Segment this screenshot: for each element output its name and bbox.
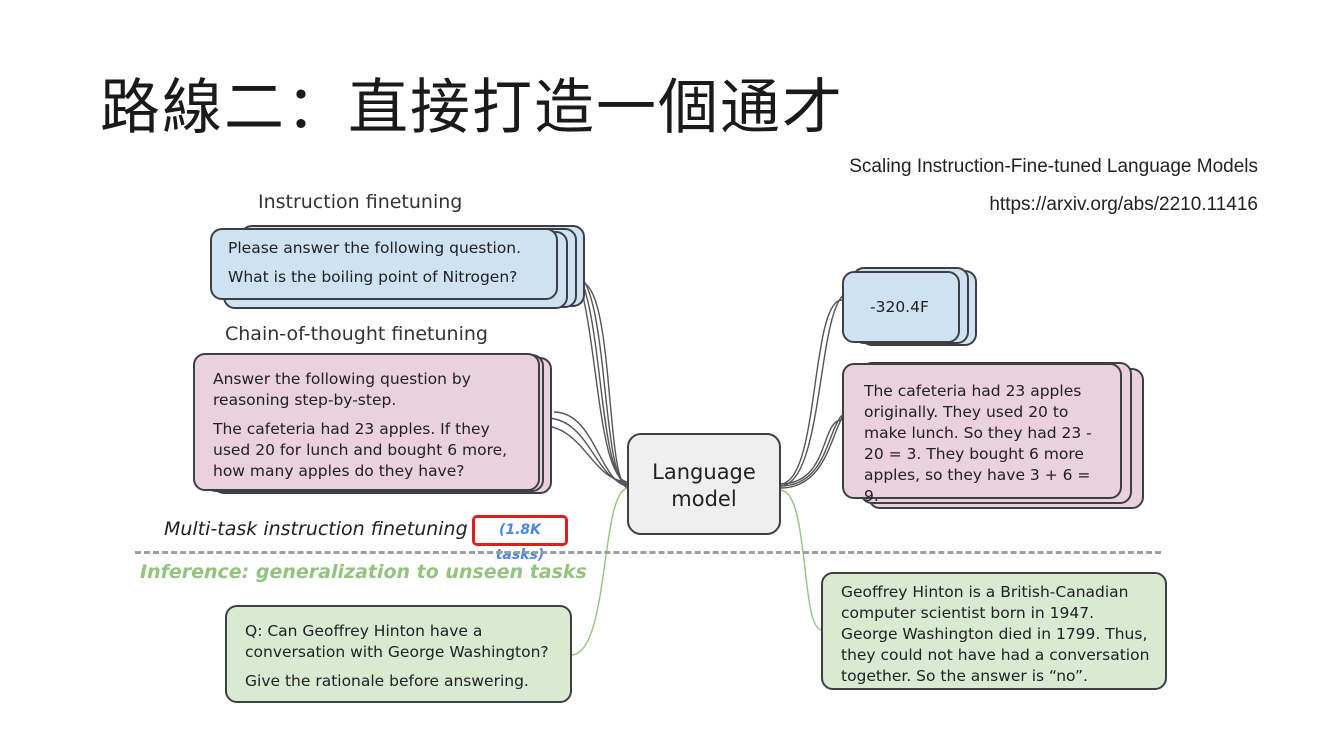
inference-input-card: Q: Can Geoffrey Hinton have a conversati…	[225, 605, 572, 703]
language-model-box: Language model	[627, 433, 781, 535]
instruction-input-card: Please answer the following question. Wh…	[210, 228, 558, 300]
instruction-input-line1: Please answer the following question.	[228, 239, 522, 257]
paper-url[interactable]: https://arxiv.org/abs/2210.11416	[989, 194, 1258, 215]
paper-title: Scaling Instruction-Fine-tuned Language …	[849, 156, 1258, 177]
cot-input-para1: Answer the following question by reasoni…	[213, 370, 471, 409]
inference-input-para1: Q: Can Geoffrey Hinton have a conversati…	[245, 622, 549, 661]
cot-output-card: The cafeteria had 23 apples originally. …	[842, 363, 1122, 505]
tasks-count-badge: (1.8K tasks)	[472, 515, 568, 563]
cot-input-card: Answer the following question by reasoni…	[193, 353, 540, 491]
cot-input-para2: The cafeteria had 23 apples. If they use…	[213, 420, 508, 480]
instruction-output-card: -320.4F	[842, 271, 960, 343]
slide-title: 路線二：直接打造一個通才	[100, 73, 844, 143]
cot-output-text: The cafeteria had 23 apples originally. …	[864, 382, 1092, 505]
instruction-output-text: -320.4F	[870, 298, 929, 316]
dashed-divider	[135, 551, 1161, 554]
multitask-label: Multi-task instruction finetuning	[164, 518, 468, 540]
inference-input-para2: Give the rationale before answering.	[245, 672, 529, 690]
section-label-instruction: Instruction finetuning	[258, 191, 463, 213]
inference-output-card: Geoffrey Hinton is a British-Canadian co…	[821, 572, 1167, 690]
section-label-cot: Chain-of-thought finetuning	[225, 323, 488, 345]
inference-label: Inference: generalization to unseen task…	[140, 561, 587, 583]
inference-output-text: Geoffrey Hinton is a British-Canadian co…	[841, 583, 1150, 685]
language-model-label: Language model	[652, 460, 756, 511]
instruction-input-line2: What is the boiling point of Nitrogen?	[228, 268, 518, 286]
